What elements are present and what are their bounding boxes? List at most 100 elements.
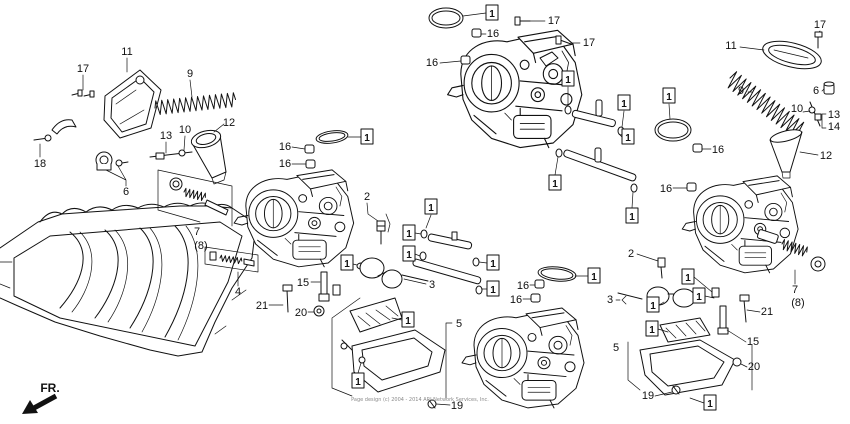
callout-8-right[interactable]: (8) [791,297,804,309]
fuel-tube-upper-center [420,229,480,267]
spring-right [727,71,805,136]
callout-5-right[interactable]: 5 [613,342,619,354]
callout-11-right[interactable]: 11 [725,40,736,52]
screw-21-right [739,294,750,323]
float-3-left [359,257,429,289]
callout-1-box-p[interactable]: 1 [625,207,639,224]
callout-16-left-b[interactable]: 16 [279,158,291,170]
callout-17-left[interactable]: 17 [77,63,89,75]
callout-1-box-i[interactable]: 1 [351,372,365,389]
callout-1-box-f[interactable]: 1 [486,254,500,271]
callout-17-top-b[interactable]: 17 [583,37,595,49]
callout-1-box-t[interactable]: 1 [646,296,660,313]
callout-16-top-a[interactable]: 16 [487,28,499,40]
callout-1-box-g[interactable]: 1 [486,280,500,297]
o-ring-left [315,130,349,144]
callout-1-box-s[interactable]: 1 [692,287,706,304]
pilot-screw-set-4 [204,246,259,273]
front-direction-indicator: FR. [22,381,60,414]
callout-2-left[interactable]: 2 [364,191,370,203]
callout-10-right[interactable]: 10 [791,103,803,115]
callout-1-box-q[interactable]: 1 [662,87,676,104]
callout-1-box-b[interactable]: 1 [424,198,438,215]
callout-1-text: 1 [490,285,496,296]
callout-1-box-a[interactable]: 1 [360,128,374,145]
bracket-top [539,51,559,67]
callout-15-left[interactable]: 15 [297,277,309,289]
callout-15-right[interactable]: 15 [747,336,759,348]
callout-21-right[interactable]: 21 [761,306,773,318]
callout-7-right[interactable]: 7 [792,284,798,296]
callout-21-left[interactable]: 21 [256,300,268,312]
callout-13-right[interactable]: 13 [828,109,840,121]
front-arrow-head-icon [22,400,38,414]
callout-8-left[interactable]: (8) [194,240,207,252]
callout-9-right[interactable]: 9 [738,85,744,97]
callout-1-box-o[interactable]: 1 [548,174,562,191]
callout-20-right[interactable]: 20 [748,361,760,373]
callout-17-top-a[interactable]: 17 [548,15,560,27]
callout-17-right[interactable]: 17 [814,19,826,31]
needle-13-10-left [149,149,193,160]
screw-19-right [671,385,681,395]
callout-1-text: 1 [406,250,412,261]
callout-19-right[interactable]: 19 [642,390,654,402]
callout-3-right[interactable]: 3 [607,294,613,306]
washer-20-right [732,357,742,367]
o-ring-right [654,118,692,142]
callout-9-left[interactable]: 9 [187,68,193,80]
needle-holder-12-left [190,129,227,185]
callout-13-left[interactable]: 13 [160,130,172,142]
callout-1-box-h[interactable]: 1 [401,311,415,328]
callout-1-box-j[interactable]: 1 [587,267,601,284]
callout-1-box-m[interactable]: 1 [617,94,631,111]
callout-1-box-e[interactable]: 1 [340,254,354,271]
callout-1-text: 1 [625,133,631,144]
callout-1-box-c[interactable]: 1 [402,224,416,241]
callout-12-left[interactable]: 12 [223,117,235,129]
callout-1-text: 1 [696,292,702,303]
callout-2-right[interactable]: 2 [628,248,634,260]
boxed-callouts: 1 1 1 1 1 1 1 1 1 1 1 1 1 1 1 1 1 1 1 1 … [340,4,717,411]
callout-4[interactable]: 4 [235,286,241,298]
callout-16-top-b[interactable]: 16 [426,57,438,69]
callout-1-text: 1 [649,325,655,336]
callout-1-text: 1 [490,259,496,270]
callout-20-left[interactable]: 20 [295,307,307,319]
carburetor-body-bottom [461,307,585,409]
callout-19-left[interactable]: 19 [451,400,463,412]
callout-1-box-d[interactable]: 1 [402,245,416,262]
callout-12-right[interactable]: 12 [820,150,832,162]
callout-1-box-l[interactable]: 1 [561,70,575,87]
callout-16-right-a[interactable]: 16 [712,144,724,156]
callout-1-box-k[interactable]: 1 [485,4,499,21]
callout-5-left[interactable]: 5 [456,318,462,330]
callout-11-left[interactable]: 11 [121,46,132,58]
callout-16-center-a[interactable]: 16 [517,280,529,292]
callout-7-left[interactable]: 7 [194,226,200,238]
float-valve-2-right [657,257,666,279]
callout-numbers: 11 11 9 9 17 17 17 17 10 10 13 13 14 12 … [34,15,840,412]
screws-17-left [71,89,95,98]
washer-20-left [313,305,325,317]
callout-1-box-r[interactable]: 1 [681,268,695,285]
callout-1-text: 1 [355,377,361,388]
callout-14-right[interactable]: 14 [828,121,840,133]
carburetor-body-top [447,29,583,149]
callout-6-right[interactable]: 6 [813,85,819,97]
caps-16-center [530,279,545,303]
callout-1-text: 1 [405,316,411,327]
callout-16-left-a[interactable]: 16 [279,141,291,153]
o-ring-top [428,7,464,29]
callout-16-center-b[interactable]: 16 [510,294,522,306]
callout-10-left[interactable]: 10 [179,124,191,136]
callout-6-left[interactable]: 6 [123,186,129,198]
callout-1-text: 1 [428,203,434,214]
callout-1-box-v[interactable]: 1 [703,394,717,411]
diaphragm-cover-left [103,69,162,139]
callout-16-right-b[interactable]: 16 [660,183,672,195]
callout-1-box-u[interactable]: 1 [645,320,659,337]
callout-18[interactable]: 18 [34,158,46,170]
callout-3-left[interactable]: 3 [429,279,435,291]
callout-1-box-n[interactable]: 1 [621,128,635,145]
